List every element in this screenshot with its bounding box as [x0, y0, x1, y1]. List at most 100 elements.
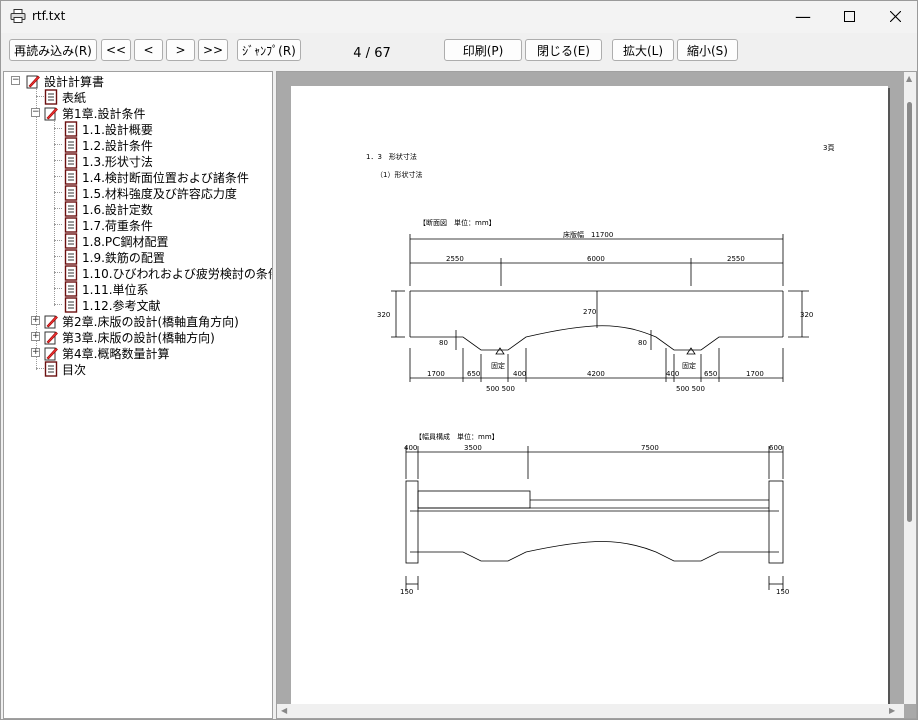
collapse-root-toggle[interactable]: − — [11, 75, 20, 85]
tree-label: 1.1.設計概要 — [82, 122, 153, 137]
tree-label-ch2: 第2章.床版の設計(橋軸直角方向) — [62, 314, 239, 329]
first-page-button[interactable]: << — [101, 39, 131, 61]
tree-item-1-11[interactable]: 1.11.単位系 — [64, 281, 149, 297]
scroll-up-icon[interactable]: ▲ — [906, 74, 913, 83]
tree-item-1-6[interactable]: 1.6.設計定数 — [64, 201, 153, 217]
fig1-side-depth-right: 80 — [638, 339, 647, 347]
fig1-bearing-right: 500 500 — [676, 385, 705, 393]
tree-item-1-7[interactable]: 1.7.荷重条件 — [64, 217, 153, 233]
minimize-icon: — — [795, 6, 811, 26]
close-window-button[interactable] — [872, 1, 918, 31]
document-icon — [64, 153, 78, 169]
zoom-in-button[interactable]: 拡大(L) — [612, 39, 674, 61]
tree-label: 1.9.鉄筋の配置 — [82, 250, 165, 265]
tree-item-1-10[interactable]: 1.10.ひびわれおよび疲労検討の条件 — [64, 265, 272, 281]
vertical-scrollbar[interactable]: ▲ — [904, 72, 916, 704]
fig1-center-depth: 270 — [583, 308, 596, 316]
document-icon — [64, 137, 78, 153]
tree-label-cover: 表紙 — [62, 90, 87, 105]
fig1-dim-top-2: 6000 — [587, 255, 605, 263]
fig1-height-left: 320 — [377, 311, 390, 319]
fig1-dim-top-3: 2550 — [727, 255, 745, 263]
tree-item-1-9[interactable]: 1.9.鉄筋の配置 — [64, 249, 165, 265]
document-icon — [44, 89, 58, 105]
fig1-side-depth-left: 80 — [439, 339, 448, 347]
prev-page-button[interactable]: < — [134, 39, 163, 61]
tree-label: 1.4.検討断面位置および諸条件 — [82, 170, 249, 185]
last-page-button[interactable]: >> — [198, 39, 228, 61]
next-page-button[interactable]: > — [166, 39, 195, 61]
fig1-height-right: 320 — [800, 311, 813, 319]
collapse-ch1-toggle[interactable]: − — [31, 107, 40, 117]
vertical-scroll-thumb[interactable] — [907, 102, 912, 522]
tree-label-ch1: 第1章.設計条件 — [62, 106, 146, 121]
tree-label: 1.8.PC鋼材配置 — [82, 234, 169, 249]
fig2-dim-top-3: 7500 — [641, 444, 659, 452]
page-number-label: 3頁 — [823, 144, 834, 152]
tree-item-ch3[interactable]: 第3章.床版の設計(橋軸方向) — [44, 329, 215, 345]
fig1-dim-bottom-5: 400 — [666, 370, 679, 378]
close-button[interactable]: 閉じる(E) — [525, 39, 602, 61]
fig2-dim-left: 150 — [400, 588, 413, 596]
page-separator: / — [365, 46, 371, 61]
scroll-left-icon[interactable]: ◀ — [281, 706, 288, 715]
pencil-book-icon — [44, 347, 58, 361]
expand-ch3-toggle[interactable]: + — [31, 331, 40, 341]
fig1-support-left: 固定 — [491, 361, 505, 370]
tree-label: 1.6.設計定数 — [82, 202, 153, 217]
pencil-book-icon — [44, 107, 58, 121]
fig1-total-width: 床版幅 11700 — [563, 230, 613, 239]
minimize-button[interactable]: — — [780, 1, 826, 31]
tree-item-1-4[interactable]: 1.4.検討断面位置および諸条件 — [64, 169, 249, 185]
tree-label: 1.12.参考文献 — [82, 298, 161, 313]
tree-label-ch4: 第4章.概略数量計算 — [62, 346, 170, 361]
tree-item-1-1[interactable]: 1.1.設計概要 — [64, 121, 153, 137]
tree-item-toc[interactable]: 目次 — [44, 361, 86, 377]
tree-item-1-12[interactable]: 1.12.参考文献 — [64, 297, 161, 313]
page-total: 67 — [374, 46, 391, 61]
document-icon — [64, 169, 78, 185]
tree-item-root[interactable]: 設計計算書 — [26, 73, 104, 89]
page-viewer[interactable]: 3頁 1．3 形状寸法 （1）形状寸法 【断面図 単位：mm】 — [276, 71, 917, 719]
scroll-right-icon[interactable]: ▶ — [889, 706, 896, 715]
title-bar: rtf.txt — — [1, 1, 917, 33]
tree-item-1-3[interactable]: 1.3.形状寸法 — [64, 153, 153, 169]
horizontal-scrollbar[interactable]: ◀ ▶ — [277, 704, 904, 718]
tree-label: 1.2.設計条件 — [82, 138, 153, 153]
printer-icon — [10, 9, 26, 23]
tree-item-ch4[interactable]: 第4章.概略数量計算 — [44, 345, 169, 361]
close-icon — [889, 10, 901, 22]
fig1-dim-bottom-1: 1700 — [427, 370, 445, 378]
fig1-dim-bottom-2: 650 — [467, 370, 480, 378]
expand-ch4-toggle[interactable]: + — [31, 347, 40, 357]
document-icon — [64, 265, 78, 281]
tree-label-toc: 目次 — [62, 362, 87, 377]
pencil-book-icon — [26, 75, 40, 89]
zoom-out-button[interactable]: 縮小(S) — [677, 39, 738, 61]
maximize-button[interactable] — [826, 1, 872, 31]
tree-item-ch1[interactable]: 第1章.設計条件 — [44, 105, 145, 121]
tree-item-1-5[interactable]: 1.5.材料強度及び許容応力度 — [64, 185, 237, 201]
fig1-dim-bottom-6: 650 — [704, 370, 717, 378]
jump-button[interactable]: ｼﾞｬﾝﾌﾟ(R) — [237, 39, 301, 61]
document-icon — [64, 201, 78, 217]
tree-item-1-8[interactable]: 1.8.PC鋼材配置 — [64, 233, 169, 249]
fig1-dim-top-1: 2550 — [446, 255, 464, 263]
expand-ch2-toggle[interactable]: + — [31, 315, 40, 325]
section-heading: 1．3 形状寸法 — [366, 152, 417, 161]
print-button[interactable]: 印刷(P) — [444, 39, 522, 61]
fig2-dim-right: 150 — [776, 588, 789, 596]
document-icon — [64, 233, 78, 249]
reload-button[interactable]: 再読み込み(R) — [9, 39, 97, 61]
tree-label: 1.7.荷重条件 — [82, 218, 153, 233]
tree-item-ch2[interactable]: 第2章.床版の設計(橋軸直角方向) — [44, 313, 239, 329]
tree-item-cover[interactable]: 表紙 — [44, 89, 86, 105]
page-current: 4 — [353, 46, 362, 61]
document-tree: − 設計計算書 表紙 − 第1章.設計条件 1.1.設計概要 1.2.設計条件 … — [3, 71, 273, 719]
fig1-dim-bottom-4: 4200 — [587, 370, 605, 378]
fig1-dim-bottom-3: 400 — [513, 370, 526, 378]
fig2-title: 【幅員構成 単位：mm】 — [415, 432, 499, 441]
document-icon — [44, 361, 58, 377]
tree-item-1-2[interactable]: 1.2.設計条件 — [64, 137, 153, 153]
